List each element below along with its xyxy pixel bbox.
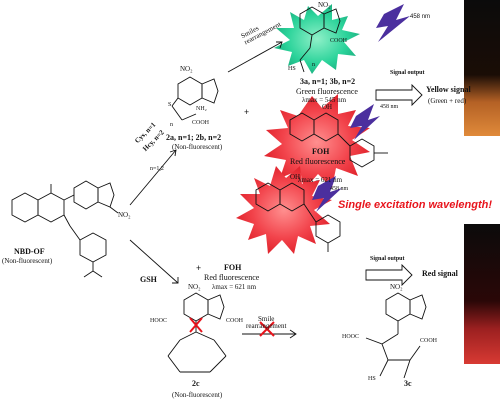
lmax-545-label: λmax = 545 nm xyxy=(302,96,347,104)
nh2-2a-label: NH₂ xyxy=(196,106,207,112)
foh-mid-label: FOH xyxy=(224,263,242,272)
s-2a-label: S xyxy=(168,102,172,108)
hooc-2c-label: HOOC xyxy=(150,318,168,324)
no2-label: NO₂ xyxy=(318,1,331,9)
red-fluorescence-mid: Red fluorescence xyxy=(204,273,260,282)
yellow-signal-vial xyxy=(464,0,500,136)
green-fluorescence-label: Green fluorescence xyxy=(296,87,358,96)
no2-2a-label: NO₂ xyxy=(180,65,193,73)
lmax-621-top: λmax = 621 nm xyxy=(298,176,343,184)
smile-rearrangement-low: Smile rearrangement xyxy=(246,315,287,330)
cooh-label: COOH xyxy=(330,38,348,44)
red-signal-vial xyxy=(464,224,500,364)
red-burst-top xyxy=(264,94,370,190)
lightning-icon xyxy=(312,176,342,212)
no2-nbd-label: NO₂ xyxy=(118,211,131,219)
nbd-non-fluorescent: (Non-fluorescent) xyxy=(2,257,53,265)
hooc-3c-label: HOOC xyxy=(342,334,360,340)
signal-output-top: Signal output xyxy=(390,70,425,76)
red-fluorescence-top: Red fluorescence xyxy=(290,157,346,166)
non-fluorescent-2c: (Non-fluorescent) xyxy=(172,391,223,399)
compound-2c-label: 2c xyxy=(192,379,200,388)
yellow-signal-label: Yellow signal xyxy=(426,85,471,94)
hs-label: HS xyxy=(288,66,296,72)
foh-top-label: FOH xyxy=(312,147,330,156)
oh-mid-label: OH xyxy=(290,173,301,181)
oh-top-label: OH xyxy=(322,103,333,111)
single-excitation-label: Single excitation wavelength! xyxy=(338,199,493,211)
excitation-mid-label: 458 nm xyxy=(380,104,399,110)
molecule-bonds xyxy=(11,6,427,379)
compound-3c-label: 3c xyxy=(404,379,412,388)
lightning-icon xyxy=(350,104,380,140)
compound-3ab-label: 3a, n=1; 3b, n=2 xyxy=(300,77,356,86)
no2-2c-label: NO₂ xyxy=(188,283,201,291)
cooh-2c-label: COOH xyxy=(226,318,244,324)
signal-output-low: Signal output xyxy=(370,256,405,262)
plus-sign-mid: + xyxy=(196,263,202,273)
red-signal-label: Red signal xyxy=(422,269,458,278)
lightning-icon xyxy=(376,4,410,42)
excitation-unit: nm xyxy=(421,14,431,20)
cooh-3c-label: COOH xyxy=(420,338,438,344)
cooh-2a-label: COOH xyxy=(192,120,210,126)
thiol-n-label: n=1,2 xyxy=(150,166,164,172)
lmax-621-mid: λmax = 621 nm xyxy=(212,283,257,291)
signal-arrow-low xyxy=(365,263,413,287)
hs-3c-label: HS xyxy=(368,376,376,382)
non-fluorescent-2ab: (Non-fluorescent) xyxy=(172,143,223,151)
excitation-low-label: 458 nm xyxy=(330,186,349,192)
excitation-label: 458 xyxy=(410,14,421,20)
blocked-cross-icon xyxy=(189,317,275,337)
nbd-of-label: NBD-OF xyxy=(14,247,45,256)
n-2a-label: n xyxy=(170,122,173,128)
gsh-label: GSH xyxy=(140,275,157,284)
green-burst xyxy=(274,4,360,74)
green-red-label: (Green + red) xyxy=(428,97,467,105)
compound-2ab-label: 2a, n=1; 2b, n=2 xyxy=(166,133,222,142)
n-label: n xyxy=(312,62,315,68)
plus-sign-top: + xyxy=(244,107,250,117)
signal-arrow-top xyxy=(375,83,423,107)
no2-3c-label: NO₂ xyxy=(390,283,403,291)
